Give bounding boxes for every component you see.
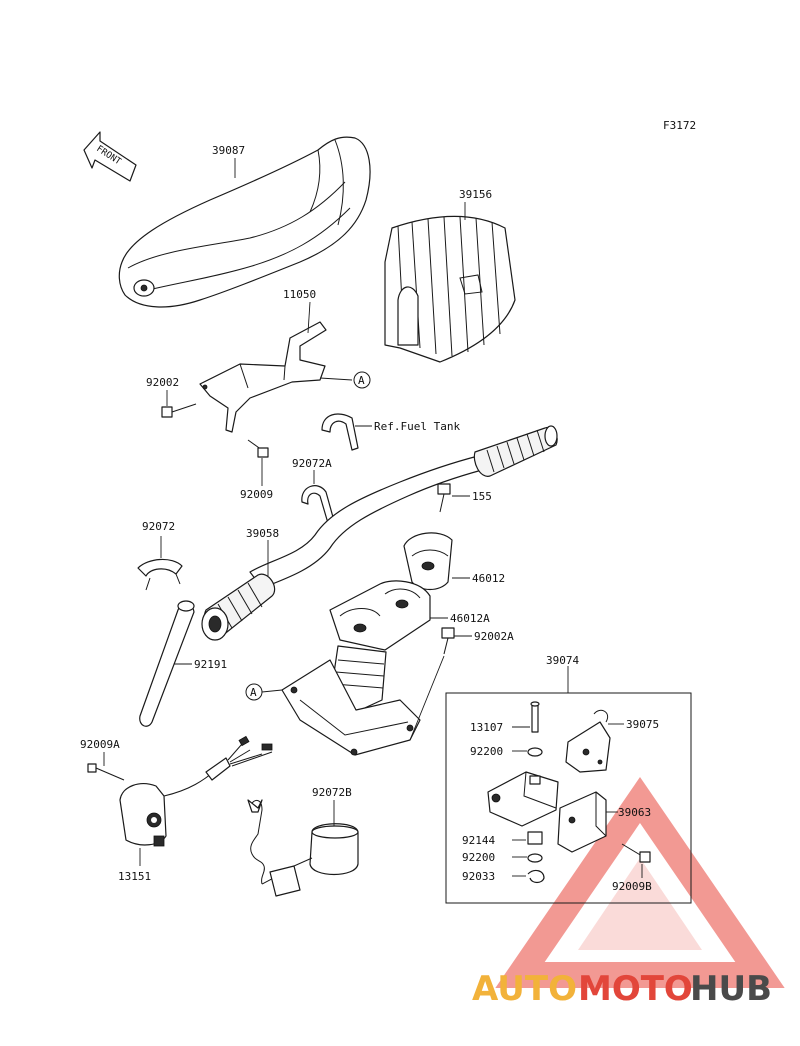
label-39087: 39087: [212, 144, 245, 157]
steering-column: [281, 645, 421, 756]
bolt-92002: [161, 403, 197, 418]
fuel-tank-hose: [321, 413, 359, 451]
label-92072B: 92072B: [312, 786, 352, 799]
label-92009A: 92009A: [80, 738, 120, 751]
label-92033: 92033: [462, 870, 495, 883]
ribbed-cover-39156: [384, 215, 516, 363]
label-13107: 13107: [470, 721, 503, 734]
label-92002: 92002: [146, 376, 179, 389]
seat-cover-39087: [118, 136, 371, 308]
throttle-housing: [487, 771, 559, 827]
label-92191: 92191: [194, 658, 227, 671]
label-39075: 39075: [626, 718, 659, 731]
cover-39063: [557, 791, 607, 853]
washer-92200-upper: [527, 747, 543, 757]
label-155: 155: [472, 490, 492, 503]
switch-13151: [119, 735, 273, 847]
label-13151: 13151: [118, 870, 151, 883]
washer-92200-lower: [527, 853, 543, 863]
label-11050: 11050: [283, 288, 316, 301]
callout-a-upper-label: A: [358, 374, 365, 387]
figure-code: F3172: [663, 119, 696, 132]
lever-39075: [565, 709, 611, 773]
hose-92191: [139, 600, 195, 727]
label-92009B: 92009B: [612, 880, 652, 893]
circlip-92033: [527, 869, 545, 884]
bolt-155: [437, 483, 451, 513]
label-39058: 39058: [246, 527, 279, 540]
front-arrow-icon: FRONT: [83, 131, 137, 182]
label-39063: 39063: [618, 806, 651, 819]
label-92072A: 92072A: [292, 457, 332, 470]
watermark-hub: HUB: [690, 969, 772, 1009]
label-39156: 39156: [459, 188, 492, 201]
label-39074: 39074: [546, 654, 579, 667]
label-92009: 92009: [240, 488, 273, 501]
label-92144: 92144: [462, 834, 495, 847]
bolt-92002A: [441, 627, 455, 655]
holder-46012A: [329, 580, 431, 651]
label-92072: 92072: [142, 520, 175, 533]
callout-a-lower-label: A: [250, 686, 257, 699]
clamp-92072: [137, 558, 183, 591]
label-92200-lower: 92200: [462, 851, 495, 864]
bolt-92009: [247, 439, 269, 458]
callout-a-upper: [353, 371, 371, 389]
bolt-92009B: [621, 843, 651, 863]
bracket-11050: [199, 321, 327, 433]
watermark-auto: AUTO: [472, 969, 577, 1009]
holder-46012: [403, 532, 453, 591]
spring-92144: [527, 831, 543, 845]
watermark-moto: MOTO: [578, 969, 693, 1009]
label-46012: 46012: [472, 572, 505, 585]
label-ref-fuel-tank: Ref.Fuel Tank: [374, 420, 460, 433]
label-46012A: 46012A: [450, 612, 490, 625]
assembly-box-39074: [445, 666, 692, 904]
pin-13107: [530, 701, 540, 733]
clamp-92072B: [269, 823, 359, 897]
bolt-92009A: [87, 763, 125, 781]
label-92200-upper: 92200: [470, 745, 503, 758]
watermark-triangle-icon: [495, 777, 785, 988]
label-92002A: 92002A: [474, 630, 514, 643]
handlebar-39058: [201, 425, 558, 641]
watermark-text: AUTO MOTO HUB: [472, 969, 772, 1009]
